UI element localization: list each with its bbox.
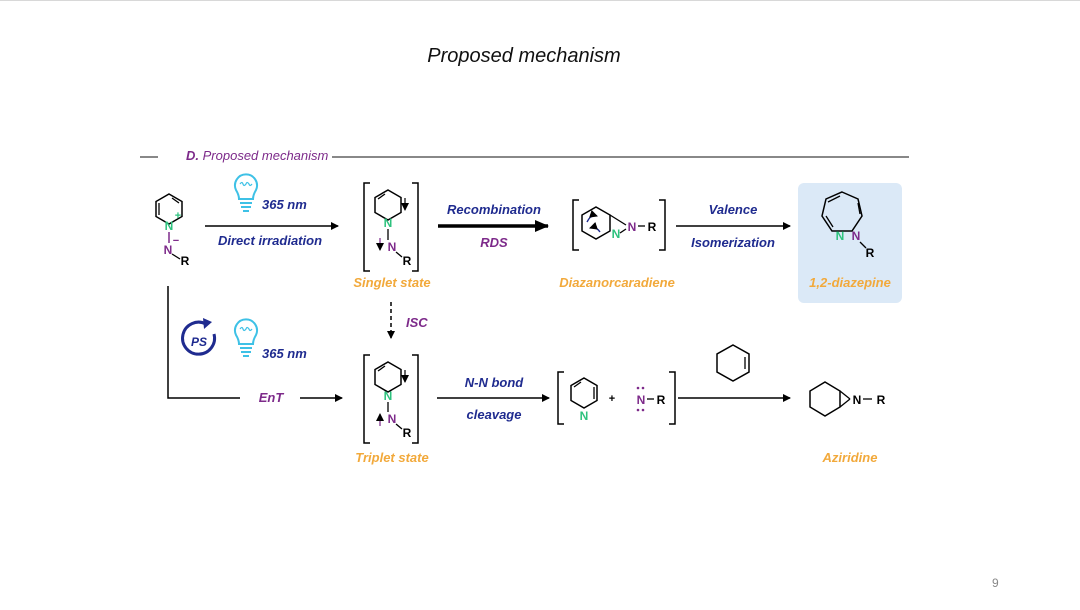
triplet-ring-nitrogen: N <box>384 389 393 403</box>
ylide-plus-charge: + <box>175 210 181 222</box>
dnc-r-group: R <box>648 220 657 234</box>
cyclohexene-reagent <box>716 344 750 382</box>
label-valence: Valence <box>708 202 758 217</box>
label-rds: RDS <box>480 235 508 250</box>
section-title: Proposed mechanism <box>202 148 329 163</box>
label-nn-bond: N-N bond <box>464 375 524 390</box>
section-rule-right <box>332 156 909 158</box>
slide-title: Proposed mechanism <box>427 45 621 67</box>
diazepine-nitrogen-1: N <box>836 229 845 243</box>
triplet-r-group: R <box>403 426 412 440</box>
diazepine-structure: N N R <box>821 191 875 260</box>
compound-singlet-state: Singlet state <box>353 275 431 290</box>
pyridinium-ylide: N + − N R <box>155 193 190 268</box>
aziridine-structure: N R <box>809 381 886 417</box>
diazepine-nitrogen-2: N <box>852 229 861 243</box>
light-bulb-icon <box>234 318 258 357</box>
dnc-exocyclic-nitrogen: N <box>628 220 637 234</box>
section-rule-left <box>140 156 158 158</box>
singlet-exocyclic-nitrogen: N <box>388 240 397 254</box>
singlet-r-group: R <box>403 254 412 268</box>
ylide-ring-nitrogen: N <box>165 219 174 233</box>
pyridine-nitrogen: N <box>580 409 589 423</box>
compound-diazepine: 1,2-diazepine <box>809 275 891 290</box>
ylide-exocyclic-nitrogen: N <box>164 243 173 257</box>
diazepine-r-group: R <box>866 246 875 260</box>
product-highlight-box <box>798 183 902 303</box>
photosensitizer-cycle-icon: PS <box>181 318 217 356</box>
label-recombination: Recombination <box>447 202 541 217</box>
label-ent: EnT <box>258 390 284 405</box>
label-direct-irradiation: Direct irradiation <box>217 233 323 248</box>
compound-diazanorcaradiene: Diazanorcaradiene <box>559 275 675 290</box>
ps-label: PS <box>191 335 207 349</box>
section-heading: D. Proposed mechanism <box>186 148 328 163</box>
ylide-minus-charge: − <box>173 235 179 247</box>
page-number: 9 <box>992 576 999 590</box>
light-bulb-icon <box>234 173 258 212</box>
section-letter: D. <box>186 148 199 163</box>
nitrene-r-group: R <box>657 393 666 407</box>
triplet-exocyclic-nitrogen: N <box>388 412 397 426</box>
singlet-ring-nitrogen: N <box>384 216 393 230</box>
label-cleavage: cleavage <box>466 407 522 422</box>
top-border <box>0 0 1080 1</box>
aziridine-r-group: R <box>877 393 886 407</box>
pyridine-nitrene-structure: N + N R <box>557 371 676 425</box>
label-365nm-top: 365 nm <box>262 197 307 212</box>
path-to-ent <box>167 286 240 399</box>
label-isomerization: Isomerization <box>691 235 775 250</box>
nitrene-nitrogen: N <box>637 393 646 407</box>
diazanorcaradiene-structure: N N R <box>572 199 666 251</box>
label-365nm-bottom: 365 nm <box>262 346 307 361</box>
ylide-r-group: R <box>181 254 190 268</box>
compound-triplet-state: Triplet state <box>355 450 429 465</box>
dnc-ring-nitrogen: N <box>612 227 621 241</box>
aziridine-nitrogen: N <box>853 393 862 407</box>
compound-aziridine: Aziridine <box>822 450 878 465</box>
plus-sign: + <box>609 393 615 405</box>
singlet-state-structure: N N R <box>363 182 419 272</box>
label-isc: ISC <box>406 315 428 330</box>
triplet-state-structure: N N R <box>363 354 419 444</box>
